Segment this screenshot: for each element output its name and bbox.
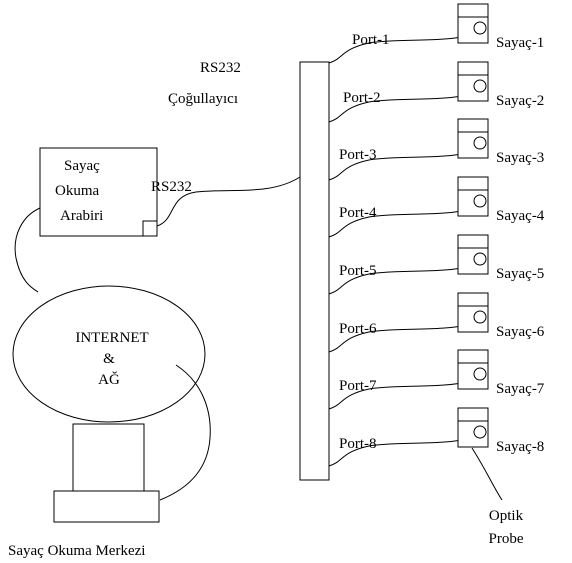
- meter-6-label: Sayaç-6: [496, 324, 545, 340]
- network-label-line3: AĞ: [98, 371, 120, 388]
- port-5-cable: [328, 265, 473, 295]
- meter-3-label: Sayaç-3: [496, 150, 544, 166]
- rs232-link-label: RS232: [151, 179, 192, 195]
- interface-port-connector: [142, 220, 158, 237]
- port-8-cable: [328, 437, 473, 467]
- network-circle: [12, 285, 206, 423]
- rs232-cable: [156, 176, 301, 227]
- meter-2-probe: [473, 79, 487, 93]
- meter-5-label: Sayaç-5: [496, 266, 544, 282]
- meter-4-probe: [473, 194, 487, 208]
- meter-4-label: Sayaç-4: [496, 208, 545, 224]
- port-6-label: Port-6: [339, 321, 377, 337]
- probe-label-line1: Optik: [489, 508, 524, 524]
- computer-monitor: [72, 423, 145, 492]
- interface-label-line3: Arabiri: [60, 208, 103, 224]
- meter-1-label: Sayaç-1: [496, 35, 544, 51]
- network-label-line1: INTERNET: [75, 330, 148, 346]
- meter-7-label: Sayaç-7: [496, 381, 545, 397]
- port-2-label: Port-2: [343, 90, 381, 106]
- probe-label-line2: Probe: [489, 531, 524, 547]
- multiplexer-label-line2: Çoğullayıcı: [168, 91, 238, 107]
- multiplexer-bar: [299, 61, 330, 481]
- interface-box: [39, 147, 158, 237]
- meter-6-probe: [473, 310, 487, 324]
- meter-5-probe: [473, 252, 487, 266]
- port-4-label: Port-4: [339, 205, 377, 221]
- multiplexer-label-line1: RS232: [200, 60, 241, 76]
- port-7-label: Port-7: [339, 378, 377, 394]
- meter-1-probe: [473, 21, 487, 35]
- port-3-cable: [328, 151, 473, 181]
- port-3-label: Port-3: [339, 147, 377, 163]
- meter-3-probe: [473, 136, 487, 150]
- interface-to-network-cable: [14, 207, 41, 293]
- meter-2-label: Sayaç-2: [496, 93, 544, 109]
- meter-8-label: Sayaç-8: [496, 439, 544, 455]
- port-6-cable: [328, 323, 473, 353]
- port-2-cable: [328, 93, 473, 123]
- interface-label-line2: Okuma: [55, 183, 100, 199]
- probe-leader-line: [471, 447, 503, 501]
- reading-center-label: Sayaç Okuma Merkezi: [8, 543, 145, 559]
- port-5-label: Port-5: [339, 263, 377, 279]
- port-1-label: Port-1: [352, 32, 390, 48]
- meter-8-probe: [473, 425, 487, 439]
- port-8-label: Port-8: [339, 436, 377, 452]
- interface-label-line1: Sayaç: [64, 158, 100, 174]
- port-7-cable: [328, 380, 473, 410]
- meter-7-probe: [473, 367, 487, 381]
- port-4-cable: [328, 208, 473, 238]
- network-to-center-cable: [159, 364, 211, 501]
- network-label-line2: &: [103, 351, 115, 367]
- port-1-cable: [328, 34, 473, 64]
- computer-base: [53, 490, 160, 523]
